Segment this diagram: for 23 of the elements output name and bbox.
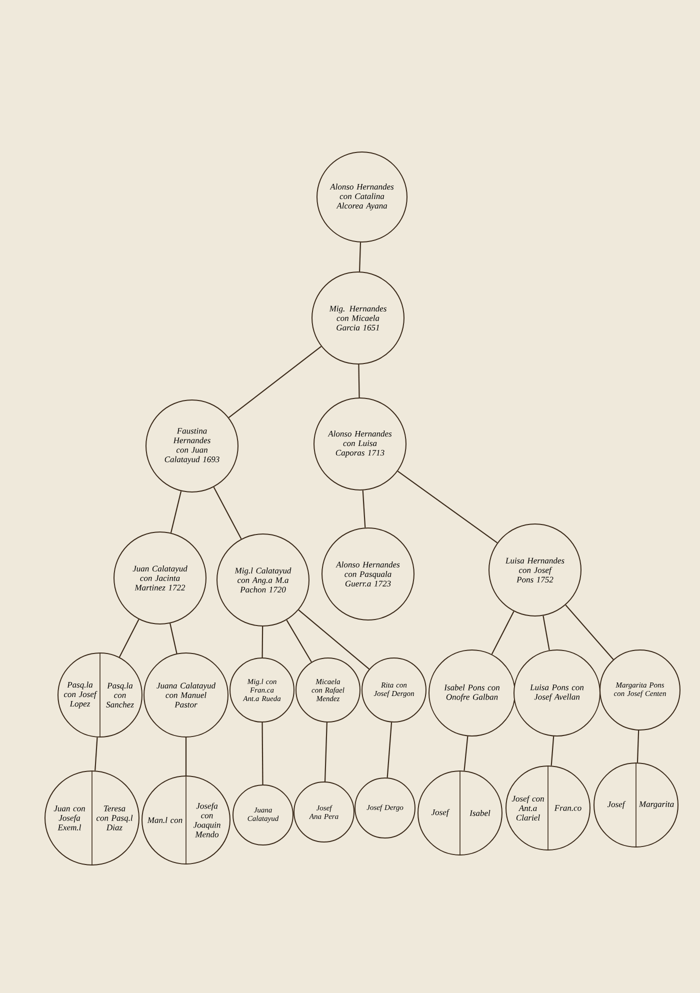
- connector-line: [358, 242, 362, 272]
- connector-line: [262, 626, 264, 658]
- connector-line: [213, 486, 242, 540]
- connector-line: [542, 616, 550, 650]
- connector-line: [170, 491, 182, 533]
- connector-line: [491, 611, 514, 655]
- connector-line: [228, 346, 322, 418]
- connector-line: [358, 364, 360, 398]
- connector-line: [118, 619, 140, 658]
- connector-line: [262, 722, 264, 785]
- connector-line: [324, 722, 328, 782]
- connector-line: [298, 609, 370, 670]
- connector-line: [636, 730, 640, 763]
- connector-line: [386, 722, 392, 778]
- connector-line: [565, 604, 614, 660]
- connector-line: [550, 736, 554, 766]
- connector-line: [397, 470, 498, 544]
- connector-line: [464, 736, 468, 771]
- connector-line: [170, 623, 178, 654]
- connector-line: [362, 490, 366, 528]
- connector-line: [286, 620, 312, 662]
- connector-line: [94, 737, 98, 771]
- connector-line: [185, 738, 187, 776]
